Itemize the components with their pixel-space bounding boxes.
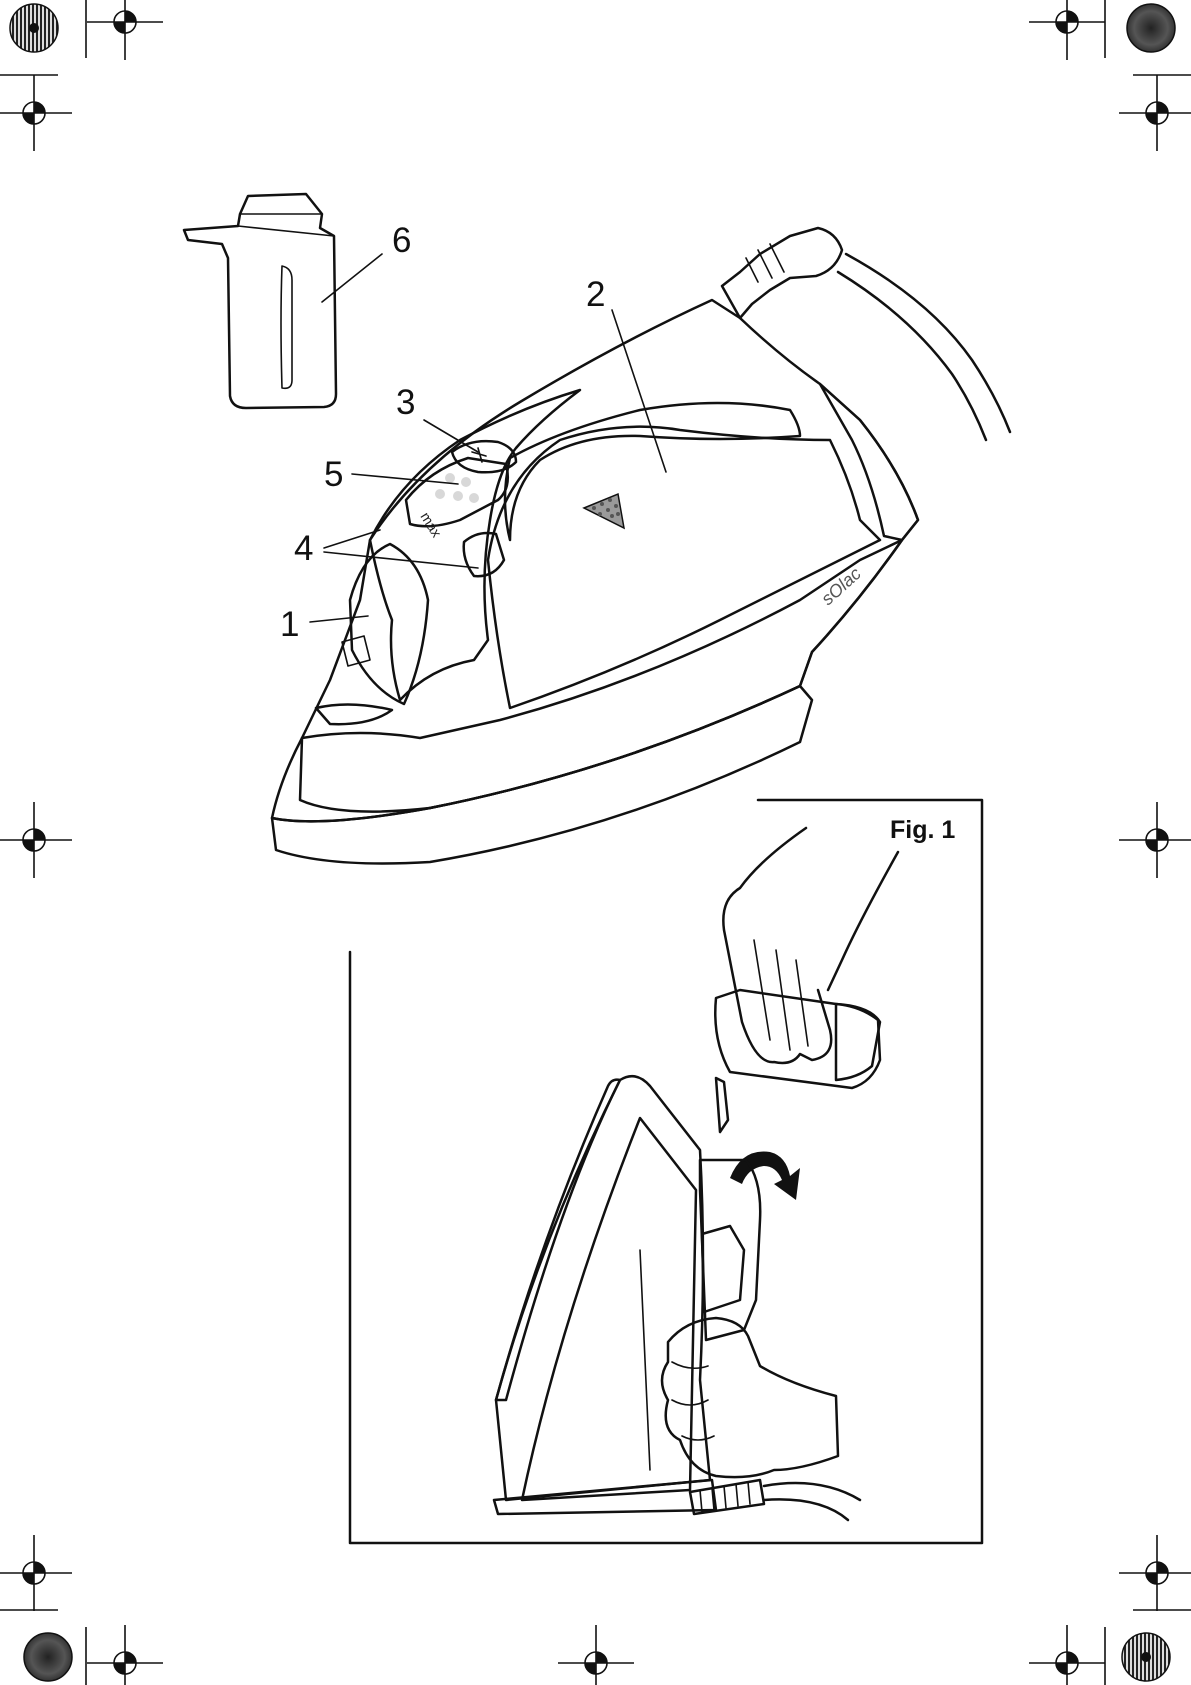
crosshair-registration-icon — [558, 1625, 634, 1685]
radial-color-bar-icon — [1122, 1633, 1170, 1681]
filling-illustration — [494, 828, 898, 1520]
crosshair-registration-icon — [1029, 1625, 1105, 1685]
measuring-cup-illustration — [184, 194, 336, 408]
callout-3: 3 — [396, 383, 415, 422]
callout-6: 6 — [392, 221, 411, 260]
callout-labels: 6 2 3 5 4 1 — [280, 221, 605, 644]
crosshair-registration-icon — [1029, 0, 1105, 60]
callout-4: 4 — [294, 529, 313, 568]
crosshair-registration-icon — [1119, 75, 1191, 151]
steam-iron-illustration: max sOlac — [272, 228, 1010, 864]
callout-2: 2 — [586, 275, 605, 314]
crosshair-registration-icon — [1119, 802, 1191, 878]
radial-color-bar-icon — [24, 1633, 72, 1681]
callout-5: 5 — [324, 455, 343, 494]
radial-color-bar-icon — [1127, 4, 1175, 52]
figure-1-frame: Fig. 1 — [350, 800, 982, 1543]
radial-color-bar-icon — [10, 4, 58, 52]
crosshair-registration-icon — [1119, 1535, 1191, 1611]
control-panel-text: max — [417, 509, 445, 540]
crosshair-registration-icon — [0, 1535, 72, 1611]
crosshair-registration-icon — [0, 802, 72, 878]
figure-caption: Fig. 1 — [890, 816, 955, 844]
crosshair-registration-icon — [87, 0, 163, 60]
callout-1: 1 — [280, 605, 299, 644]
brand-logo: sOlac — [817, 563, 865, 609]
crosshair-registration-icon — [0, 75, 72, 151]
crosshair-registration-icon — [87, 1625, 163, 1685]
